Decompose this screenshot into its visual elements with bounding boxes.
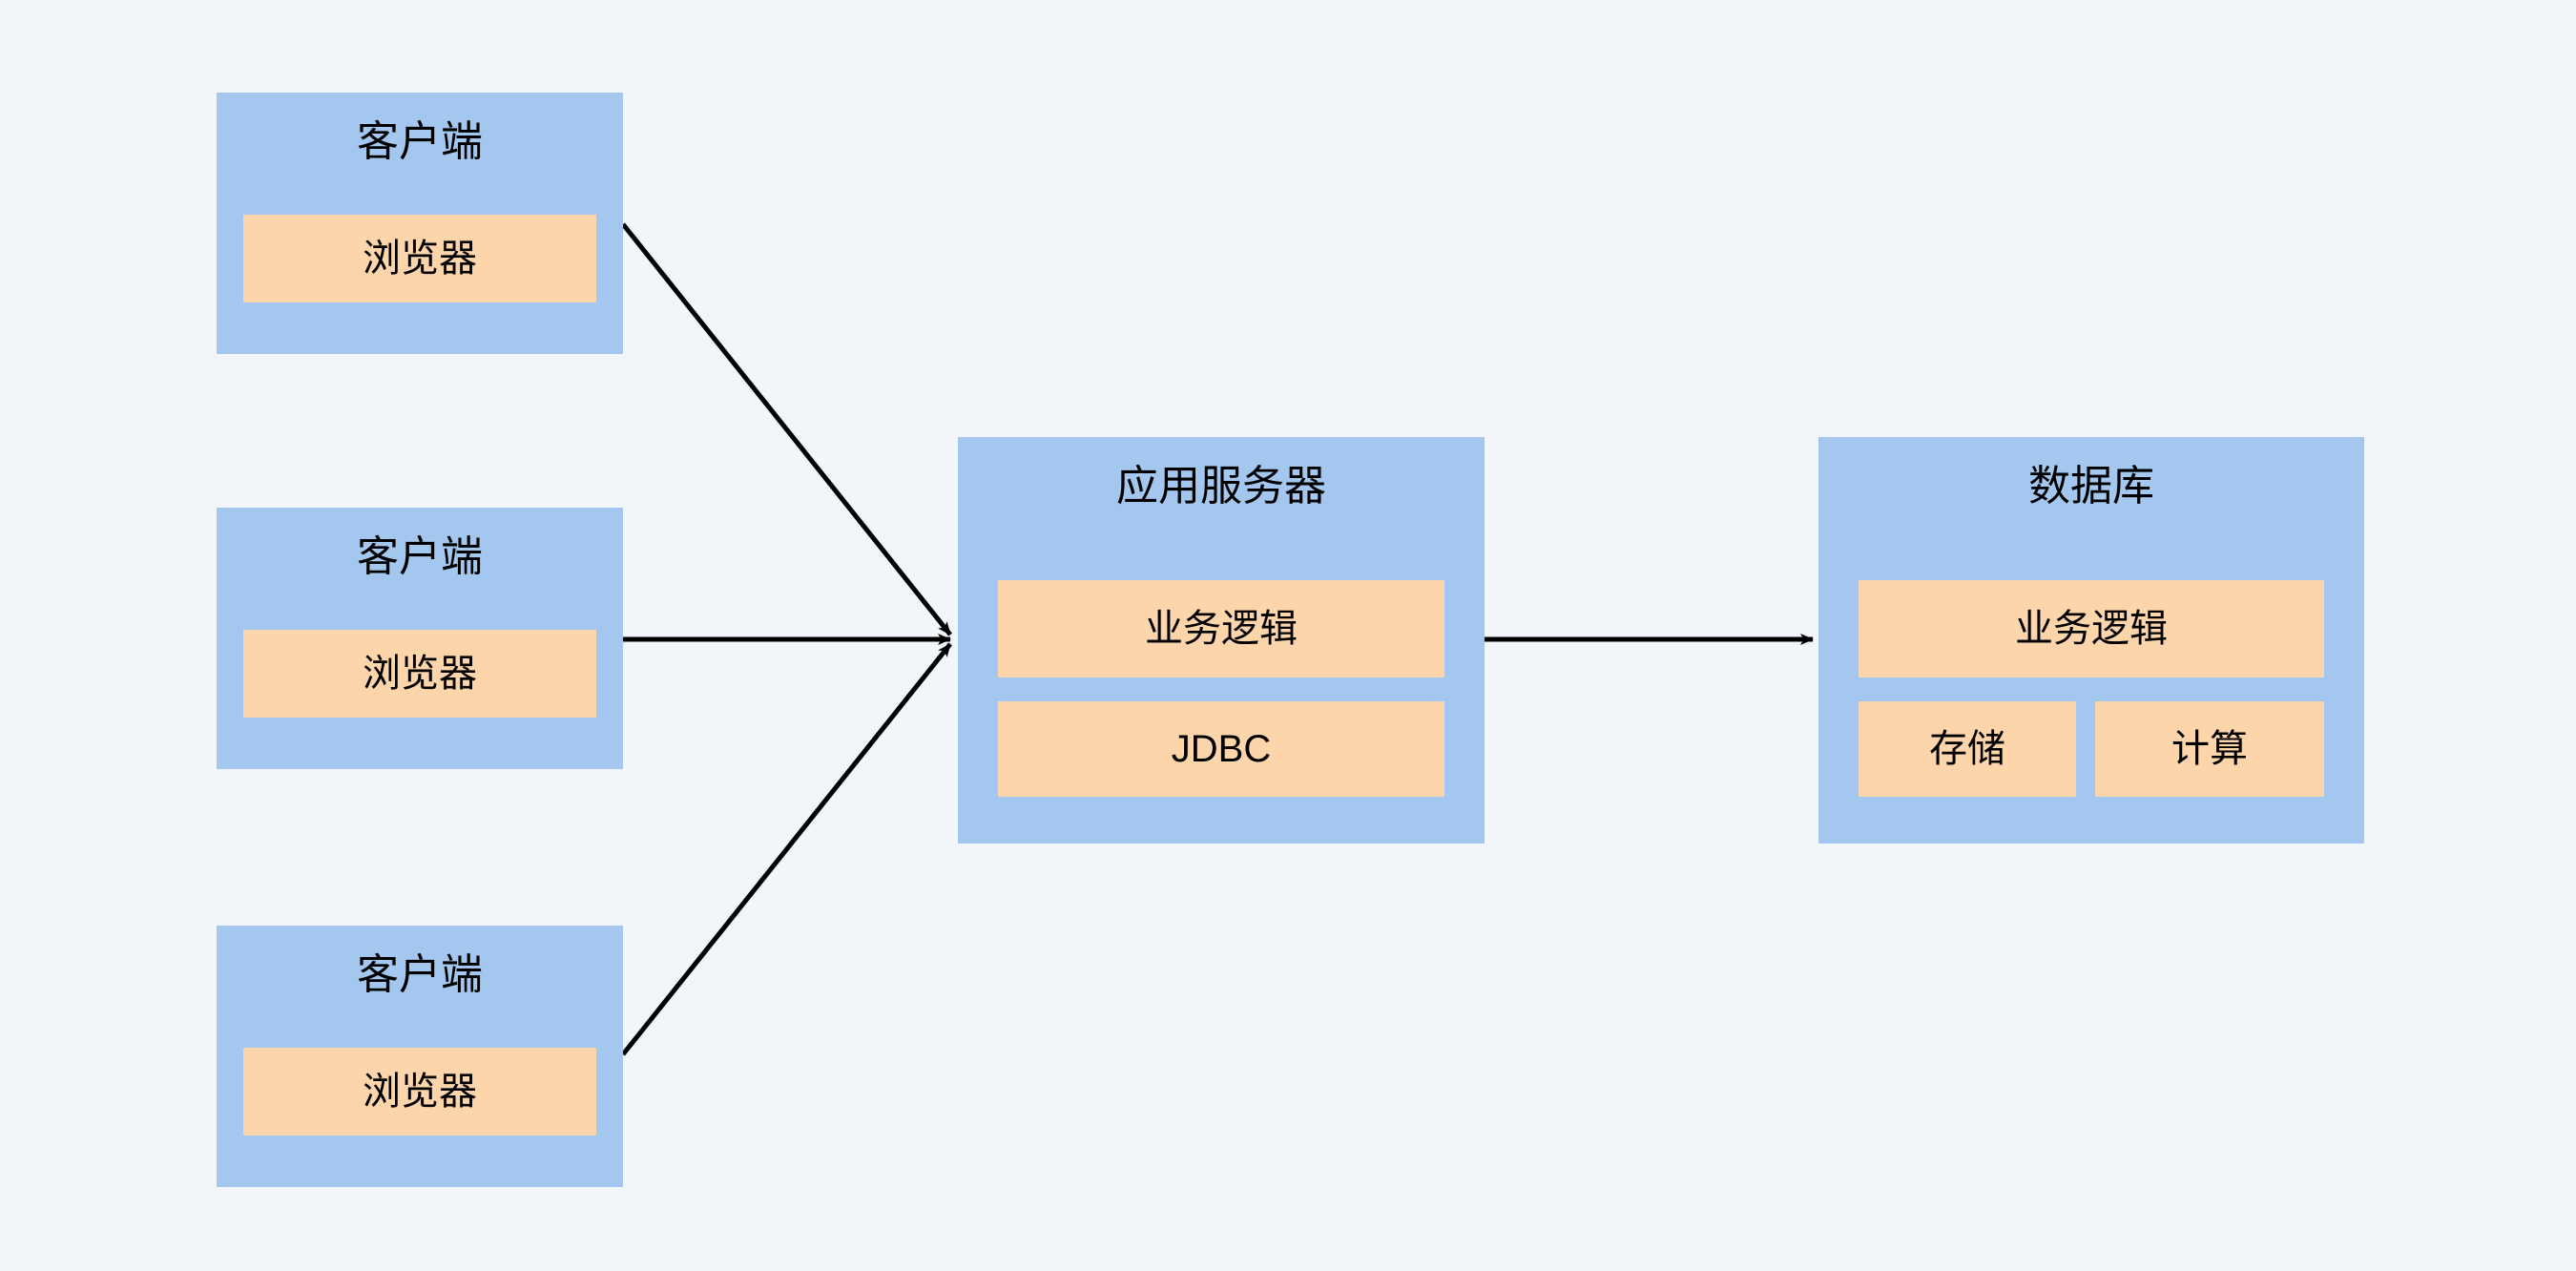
- app-server-component-jdbc[interactable]: JDBC: [998, 701, 1444, 797]
- database-component-compute[interactable]: 计算: [2095, 701, 2324, 797]
- client-node-2-browser[interactable]: 浏览器: [243, 630, 596, 718]
- edge-client1-to-appserver: [621, 222, 952, 636]
- app-server-node[interactable]: 应用服务器 业务逻辑 JDBC: [958, 437, 1485, 844]
- database-component-storage[interactable]: 存储: [1859, 701, 2076, 797]
- database-component-business-logic[interactable]: 业务逻辑: [1859, 580, 2324, 677]
- client-node-3-title: 客户端: [357, 951, 483, 998]
- client-node-3-browser[interactable]: 浏览器: [243, 1048, 596, 1136]
- client-node-1[interactable]: 客户端 浏览器: [217, 93, 623, 354]
- edge-client3-to-appserver: [621, 642, 952, 1056]
- database-node[interactable]: 数据库 业务逻辑 存储 计算: [1818, 437, 2364, 844]
- client-node-1-browser[interactable]: 浏览器: [243, 215, 596, 302]
- client-node-2[interactable]: 客户端 浏览器: [217, 508, 623, 769]
- database-title: 数据库: [2028, 463, 2154, 510]
- client-node-1-title: 客户端: [357, 118, 483, 165]
- app-server-component-business-logic[interactable]: 业务逻辑: [998, 580, 1444, 677]
- client-node-3[interactable]: 客户端 浏览器: [217, 926, 623, 1187]
- client-node-2-title: 客户端: [357, 533, 483, 580]
- app-server-title: 应用服务器: [1116, 463, 1326, 510]
